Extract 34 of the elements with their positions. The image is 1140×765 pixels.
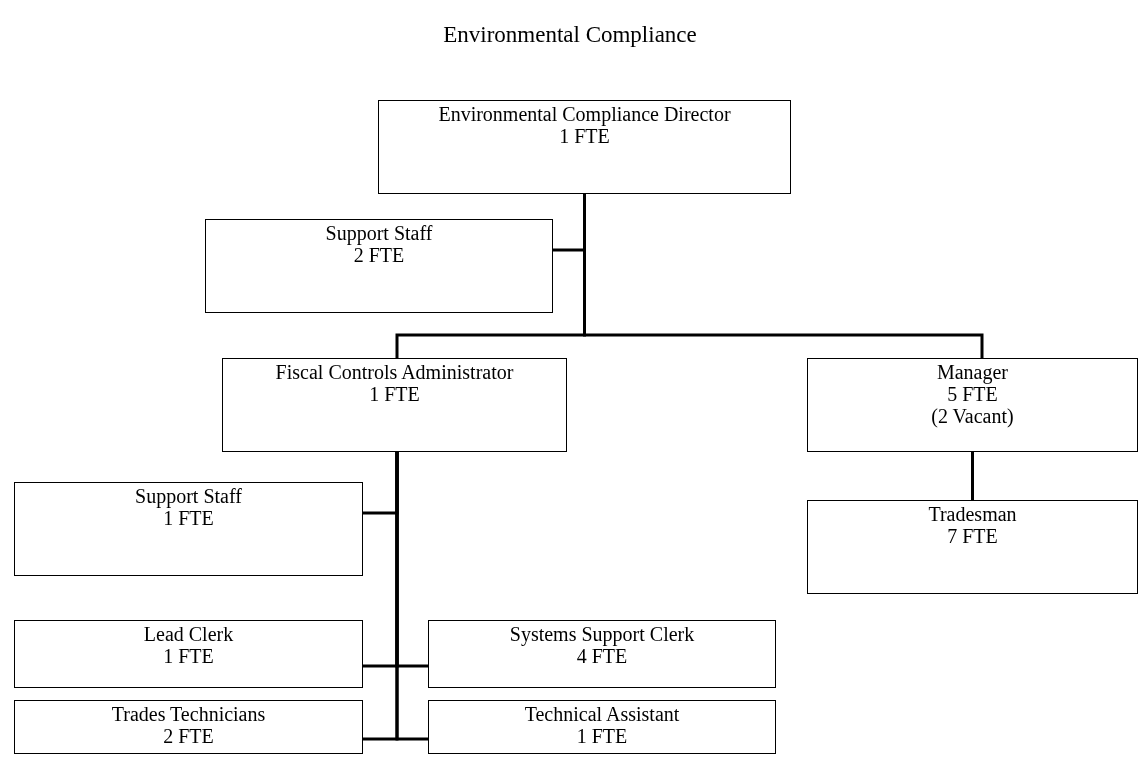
org-box <box>205 219 553 313</box>
diagram-title: Environmental Compliance <box>442 22 698 48</box>
staff-count: 7 FTE <box>946 525 999 547</box>
staff-count: 1 FTE <box>162 645 215 667</box>
role-title: Manager <box>935 361 1010 383</box>
staff-count: (2 Vacant) <box>930 405 1015 427</box>
org-box <box>14 620 363 688</box>
staff-count: 2 FTE <box>353 244 406 266</box>
org-box <box>428 700 776 754</box>
role-title: Fiscal Controls Administrator <box>274 361 515 383</box>
staff-count: 1 FTE <box>558 125 610 147</box>
org-box <box>378 100 791 194</box>
connector-line <box>971 452 974 500</box>
org-box <box>14 700 363 754</box>
role-title: Tradesman <box>927 503 1018 525</box>
role-title: Trades Technicians <box>110 703 267 725</box>
role-title: Support Staff <box>324 222 434 244</box>
staff-count: 1 FTE <box>575 725 629 747</box>
staff-count: 2 FTE <box>162 725 215 747</box>
role-title: Systems Support Clerk <box>508 623 696 645</box>
org-box <box>807 500 1138 594</box>
role-title: Support Staff <box>134 485 243 507</box>
role-title: Environmental Compliance Director <box>437 103 732 125</box>
org-box <box>14 482 363 576</box>
org-box <box>222 358 567 452</box>
org-box <box>807 358 1138 452</box>
staff-count: 1 FTE <box>368 383 421 405</box>
staff-count: 4 FTE <box>576 645 628 667</box>
org-box <box>428 620 776 688</box>
role-title: Lead Clerk <box>142 623 235 645</box>
staff-count: 5 FTE <box>947 383 998 405</box>
connector-line <box>395 452 428 741</box>
staff-count: 1 FTE <box>163 507 215 529</box>
role-title: Technical Assistant <box>523 703 681 725</box>
